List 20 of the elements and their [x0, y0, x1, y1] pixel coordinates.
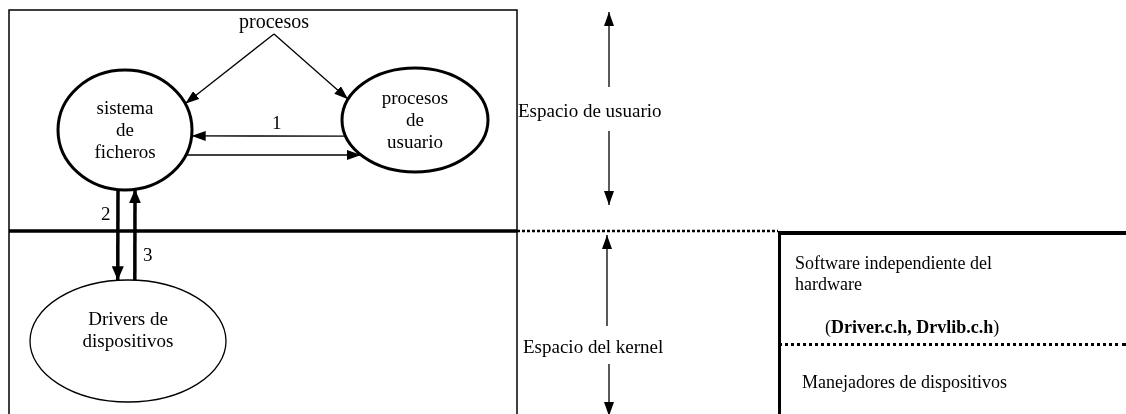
arrow: [111, 189, 124, 281]
node-label: Software independiente del hardware: [795, 253, 993, 295]
arrow: [129, 189, 141, 281]
node-label: sistema de ficheros: [94, 97, 156, 163]
arrow: [185, 150, 362, 160]
ellipse-node: [30, 280, 226, 402]
node-label: (Driver.c.h, Drvlib.c.h): [825, 317, 1000, 338]
side-label: Espacio del kernel: [523, 336, 664, 358]
node-label: procesos: [238, 10, 310, 32]
arrow: [191, 130, 347, 141]
arrow: [273, 33, 349, 100]
node-label: procesos de usuario: [381, 87, 449, 153]
node-label: Manejadores de dispositivos: [802, 372, 1007, 393]
ellipse-node: [342, 68, 488, 172]
ellipse-node: [58, 70, 192, 190]
side-label: Espacio de usuario: [518, 100, 662, 122]
panel-section: [778, 231, 1126, 343]
arrow: [184, 33, 275, 105]
panel-section: [778, 343, 1126, 414]
node-label: Drivers de dispositivos: [82, 308, 174, 352]
